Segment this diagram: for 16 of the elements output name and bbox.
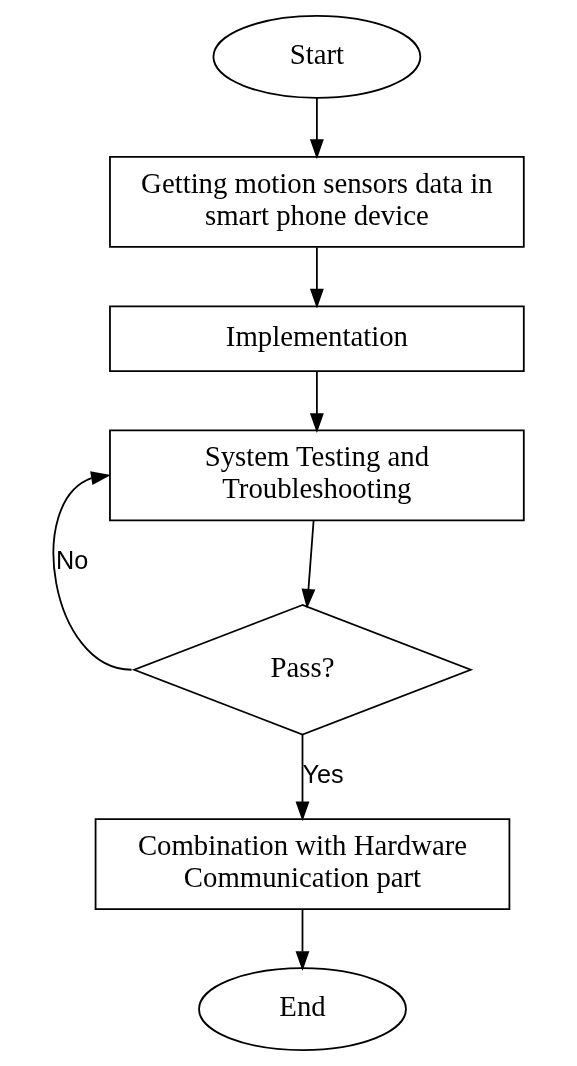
arrow — [309, 370, 324, 434]
node-diamond: Pass? — [131, 604, 474, 736]
arrow — [301, 519, 316, 609]
node-box: Implementation — [109, 305, 525, 372]
node-box: Combination with Hardware Communication part — [94, 818, 511, 910]
node-box: System Testing and Troubleshooting — [109, 429, 525, 522]
arrow — [309, 246, 324, 309]
edge-label: Yes — [302, 760, 344, 789]
arrow — [295, 733, 310, 822]
node-box: Getting motion sensors data in smart phone device — [109, 156, 525, 248]
arrow — [295, 908, 310, 971]
arrow — [309, 97, 324, 160]
arrow — [52, 471, 133, 671]
node-ellipse: Start — [212, 15, 422, 99]
edge-label: No — [56, 546, 89, 575]
node-ellipse: End — [198, 967, 407, 1051]
